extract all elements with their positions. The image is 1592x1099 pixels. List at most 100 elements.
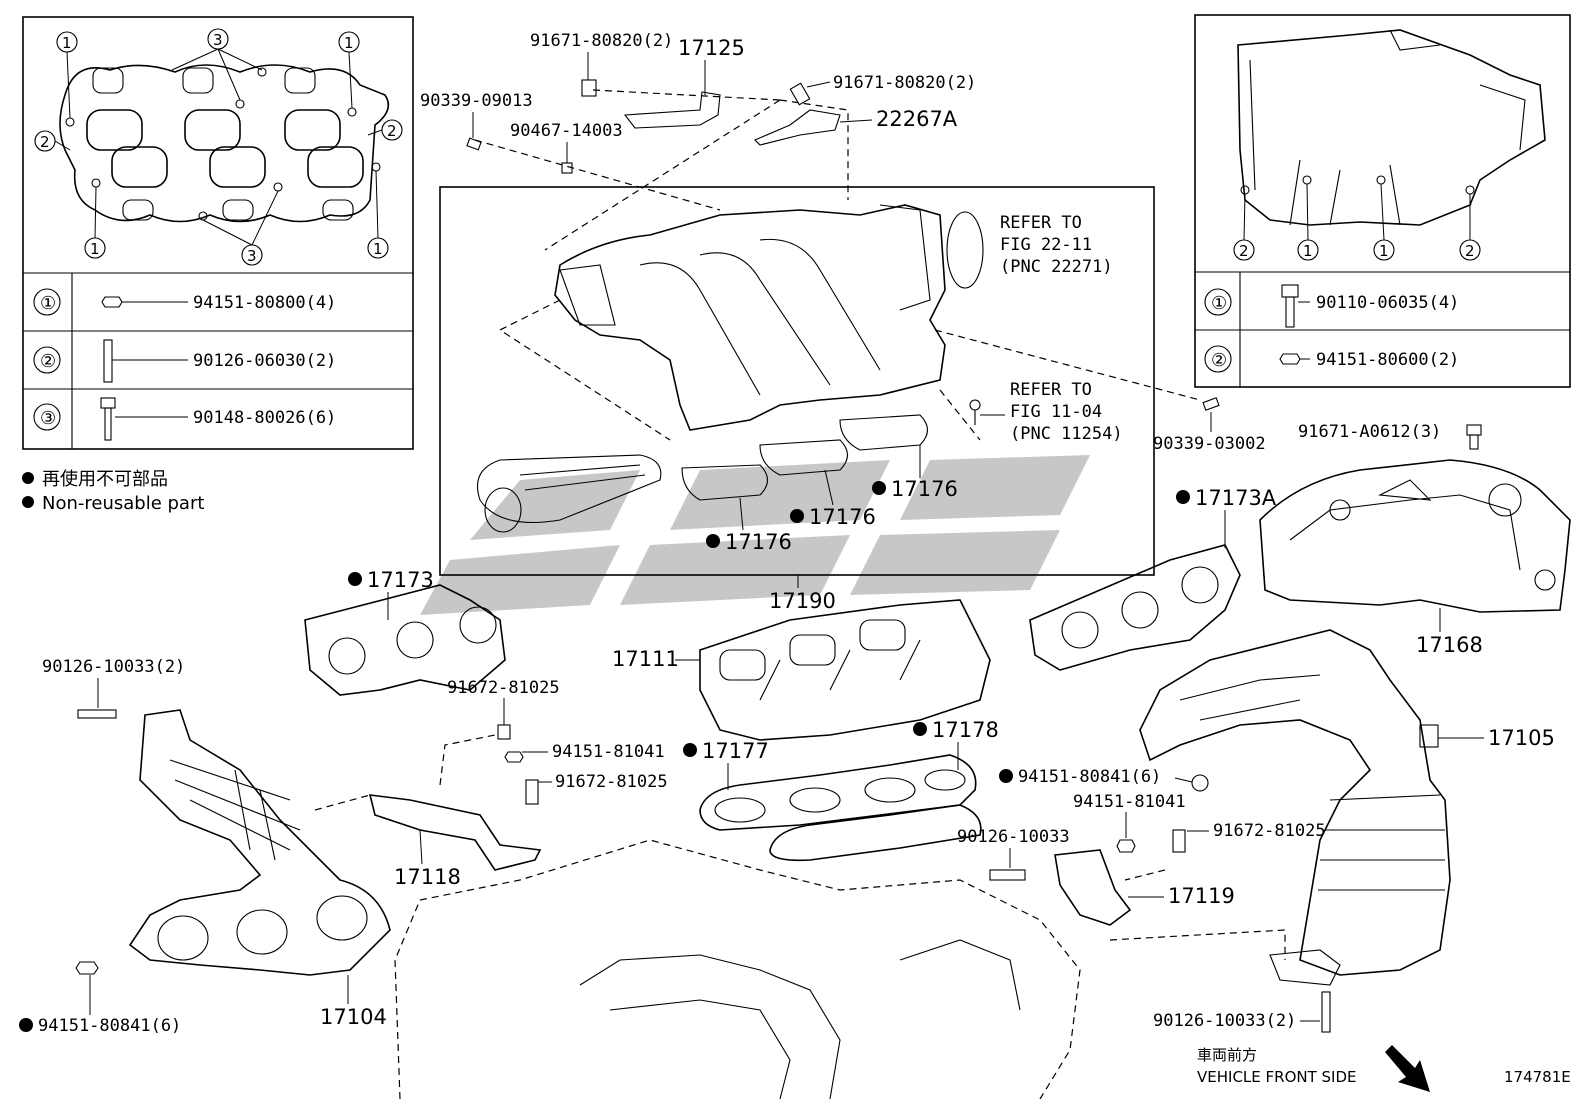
non-reusable-note: 再使用不可部品 Non-reusable part — [22, 469, 204, 514]
stud-icon — [103, 339, 113, 383]
bracket-17125 — [623, 91, 721, 129]
callout-1: 1 — [90, 240, 100, 258]
note-jp: 再使用不可部品 — [42, 469, 168, 490]
callout-1: 1 — [62, 34, 72, 52]
label-17176: 17176 — [725, 530, 792, 554]
legend-part-number: 94151-80800(4) — [193, 293, 336, 313]
ref-line: REFER TO — [1010, 380, 1092, 400]
pin-icon — [1202, 397, 1220, 411]
bracket-17118 — [368, 724, 542, 871]
label-94151-80841-left: 94151-80841(6) — [38, 1016, 181, 1036]
legend-marker: ③ — [40, 408, 56, 429]
label-17176: 17176 — [809, 505, 876, 529]
label-91671-80820-a: 91671-80820(2) — [530, 31, 673, 51]
ref-line: FIG 11-04 — [1010, 402, 1102, 422]
label-17173: 17173 — [367, 568, 434, 592]
stud-icon — [1321, 991, 1331, 1033]
right-legend-row-2: ② 94151-80600(2) — [1204, 345, 1459, 373]
label-91672-81025-b: 91672-81025 — [555, 772, 668, 792]
clamp-icon — [1419, 724, 1439, 748]
label-22267a: 22267A — [876, 107, 958, 131]
label-94151-80841-right: 94151-80841(6) — [1018, 767, 1161, 787]
heat-shield-17168 — [1259, 459, 1571, 613]
label-17125: 17125 — [678, 36, 745, 60]
nut-icon — [1279, 353, 1301, 365]
exhaust-manifold-17104 — [75, 709, 391, 976]
legend-part-number: 90148-80026(6) — [193, 408, 336, 428]
label-17176: 17176 — [891, 477, 958, 501]
label-17168: 17168 — [1416, 633, 1483, 657]
exhaust-gasket-17173 — [304, 584, 506, 696]
label-90339-03002: 90339-03002 — [1153, 434, 1266, 454]
label-91671-80820-b: 91671-80820(2) — [833, 73, 976, 93]
left-legend-row-2: ② 90126-06030(2) — [33, 339, 336, 383]
callout-2: 2 — [1239, 242, 1249, 260]
ref-line: (PNC 22271) — [1000, 257, 1113, 277]
bolt-icon — [497, 724, 511, 740]
vehicle-front-indicator: 車両前方 VEHICLE FRONT SIDE — [1197, 1045, 1430, 1092]
label-17177: 17177 — [702, 739, 769, 763]
figure-id: 174781E — [1504, 1068, 1571, 1086]
left-box-callouts: 1 3 1 2 2 1 3 1 — [34, 28, 403, 266]
nut-icon — [561, 162, 573, 174]
bolt-icon — [789, 82, 811, 106]
front-arrow-icon — [1385, 1045, 1430, 1092]
top-small-parts — [466, 79, 1482, 450]
callout-1: 1 — [344, 34, 354, 52]
note-en: Non-reusable part — [42, 493, 204, 514]
label-90126-10033-right: 90126-10033(2) — [1153, 1011, 1296, 1031]
label-94151-81041-b: 94151-81041 — [1073, 792, 1186, 812]
callout-1: 1 — [1303, 242, 1313, 260]
left-legend-row-1: ① 94151-80800(4) — [33, 288, 336, 316]
callout-2: 2 — [40, 133, 50, 151]
vehicle-front-en: VEHICLE FRONT SIDE — [1197, 1068, 1357, 1086]
callout-3: 3 — [247, 247, 257, 265]
bolt-icon — [100, 397, 116, 441]
legend-marker: ① — [1211, 293, 1227, 314]
manifold-cover-drawing — [1237, 29, 1546, 226]
ref-line: FIG 22-11 — [1000, 235, 1092, 255]
bolt-icon — [1281, 284, 1299, 328]
intake-gasket-drawing — [59, 64, 390, 223]
label-17173a: 17173A — [1195, 486, 1277, 510]
right-legend-row-1: ① 90110-06035(4) — [1204, 284, 1459, 328]
legend-marker: ② — [40, 351, 56, 372]
exhaust-gasket-17173a — [1029, 544, 1241, 671]
label-90339-09013: 90339-09013 — [420, 91, 533, 111]
engine-outline — [394, 839, 1081, 1099]
legend-part-number: 90110-06035(4) — [1316, 293, 1459, 313]
bolt-icon — [1466, 424, 1482, 450]
callout-1: 1 — [1379, 242, 1389, 260]
callout-2: 2 — [387, 122, 397, 140]
label-90126-10033-left: 90126-10033(2) — [42, 657, 185, 677]
gaskets-17177-17178 — [699, 754, 982, 862]
nut-icon — [1191, 774, 1209, 792]
manifold-ref-1: REFER TO FIG 22-11 (PNC 22271) — [1000, 213, 1113, 277]
callout-2: 2 — [1465, 242, 1475, 260]
label-90467-14003: 90467-14003 — [510, 121, 623, 141]
stud-icon — [989, 869, 1026, 881]
label-17178: 17178 — [932, 718, 999, 742]
bracket-17119 — [989, 774, 1209, 926]
label-17111: 17111 — [612, 647, 679, 671]
legend-marker: ① — [40, 293, 56, 314]
part-labels: 91671-80820(2) 17125 91671-80820(2) 2226… — [19, 31, 1555, 1036]
bracket-22267a — [754, 109, 841, 146]
nut-icon — [1116, 839, 1136, 853]
pin-icon — [466, 137, 482, 151]
right-box-callouts: 2 1 1 2 — [1233, 183, 1481, 261]
legend-part-number: 90126-06030(2) — [193, 351, 336, 371]
vehicle-front-jp: 車両前方 — [1197, 1046, 1257, 1064]
intake-manifold-gasket-17111 — [699, 599, 991, 741]
legend-part-number: 94151-80600(2) — [1316, 350, 1459, 370]
nut-icon — [101, 296, 123, 308]
label-17118: 17118 — [394, 865, 461, 889]
bolt-icon — [581, 79, 597, 97]
label-91672-81025-a: 91672-81025 — [447, 678, 560, 698]
label-91671-a0612: 91671-A0612(3) — [1298, 422, 1441, 442]
dashed-guides — [314, 89, 1286, 960]
nut-icon — [75, 961, 99, 975]
stud-icon — [77, 709, 117, 719]
watermark-logo — [420, 455, 1090, 615]
